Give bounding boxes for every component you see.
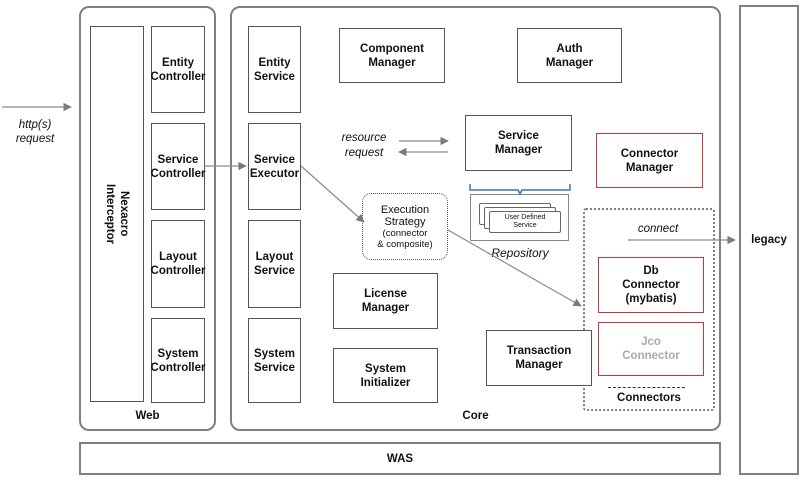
connectors-container [583,208,715,411]
core-title: Core [462,410,489,422]
strategy-to-connectors-arrow [447,229,582,307]
executor-to-strategy-line [300,165,365,223]
connectors-title: Connectors [617,392,681,404]
repository-brace [469,184,571,196]
connect-label: connect [637,223,679,235]
connectors-separator [608,387,685,388]
repository-label: Repository [491,246,549,260]
was-bar: WAS [79,442,721,475]
was-label: WAS [386,452,414,465]
http-request-label: http(s)request [15,119,55,145]
web-title: Web [135,410,160,422]
legacy-label: legacy [751,234,787,246]
execution-strategy: Execution Strategy (connector & composit… [362,193,448,260]
legacy-box [739,5,799,475]
